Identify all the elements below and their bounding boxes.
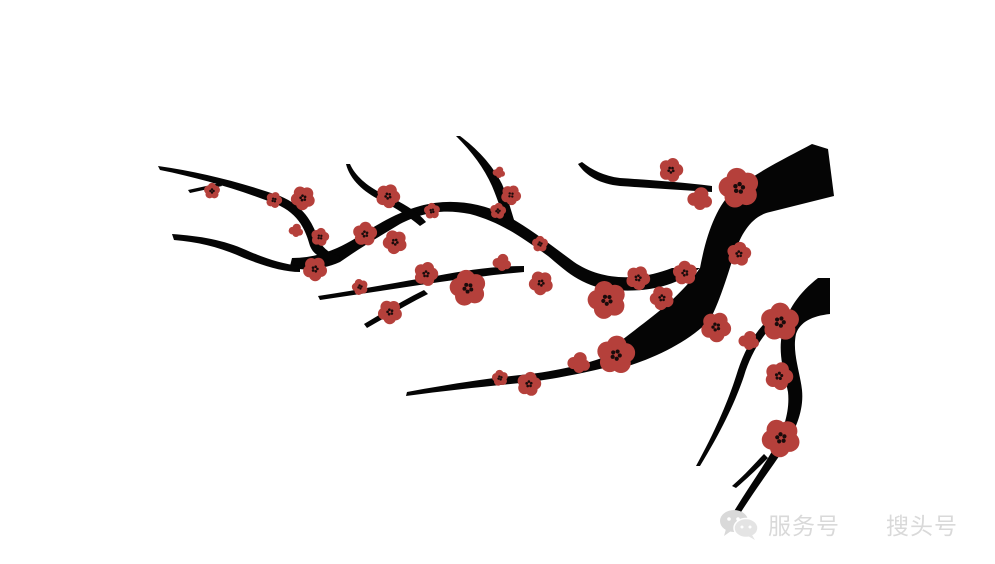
plum-blossom [204, 182, 220, 199]
plum-blossom [376, 184, 401, 209]
plum-blossom [414, 262, 439, 286]
plum-bud [567, 352, 590, 373]
plum-blossom [701, 312, 732, 343]
plum-blossom [490, 202, 507, 219]
watermark-text-right: 搜头号 [886, 514, 958, 540]
plum-blossom [351, 279, 368, 295]
plum-blossom [597, 335, 636, 374]
plum-blossom [718, 167, 759, 208]
plum-blossom [266, 192, 283, 209]
plum-blossom [423, 202, 440, 219]
plum-blossom [311, 227, 330, 246]
blossom-group [204, 158, 800, 458]
plum-blossom [501, 185, 522, 206]
plum-bud [687, 187, 712, 210]
plum-blossom [290, 186, 315, 211]
plum-blossom [727, 241, 752, 266]
lower-limb [406, 350, 628, 396]
plum-bud [492, 166, 505, 178]
plum-blossom [528, 271, 553, 296]
plum-blossom [491, 369, 508, 386]
plum-blossom [382, 230, 407, 255]
right-lower-branch [730, 278, 830, 520]
plum-blossom [587, 281, 625, 319]
plum-blossom [517, 371, 542, 396]
plum-blossom [377, 300, 402, 325]
plum-blossom [532, 235, 548, 252]
plum-bud [288, 223, 303, 237]
upper-left-twig [158, 166, 340, 262]
plum-blossom [626, 266, 651, 291]
plum-blossom [765, 362, 794, 391]
middle-left-twig [172, 234, 300, 272]
wechat-icon [720, 510, 759, 540]
watermark: 服务号 搜头号 [718, 506, 958, 542]
hanging-spur [732, 454, 768, 488]
plum-blossom [449, 269, 486, 306]
plum-blossom [303, 257, 328, 282]
main-limb [290, 201, 700, 291]
upper-right-twig [578, 162, 712, 192]
main-trunk [602, 144, 834, 366]
plum-blossom [761, 419, 800, 458]
plum-blossom [353, 221, 378, 246]
plum-blossom [761, 302, 799, 340]
watermark-text-left: 服务号 [768, 514, 840, 540]
plum-bud [492, 253, 511, 271]
plum-blossom [649, 286, 674, 311]
center-up-twig [346, 164, 426, 226]
plum-blossom [672, 260, 697, 285]
plum-bud [738, 331, 759, 350]
plum-blossom [659, 158, 684, 182]
hanging-branch [696, 318, 776, 466]
